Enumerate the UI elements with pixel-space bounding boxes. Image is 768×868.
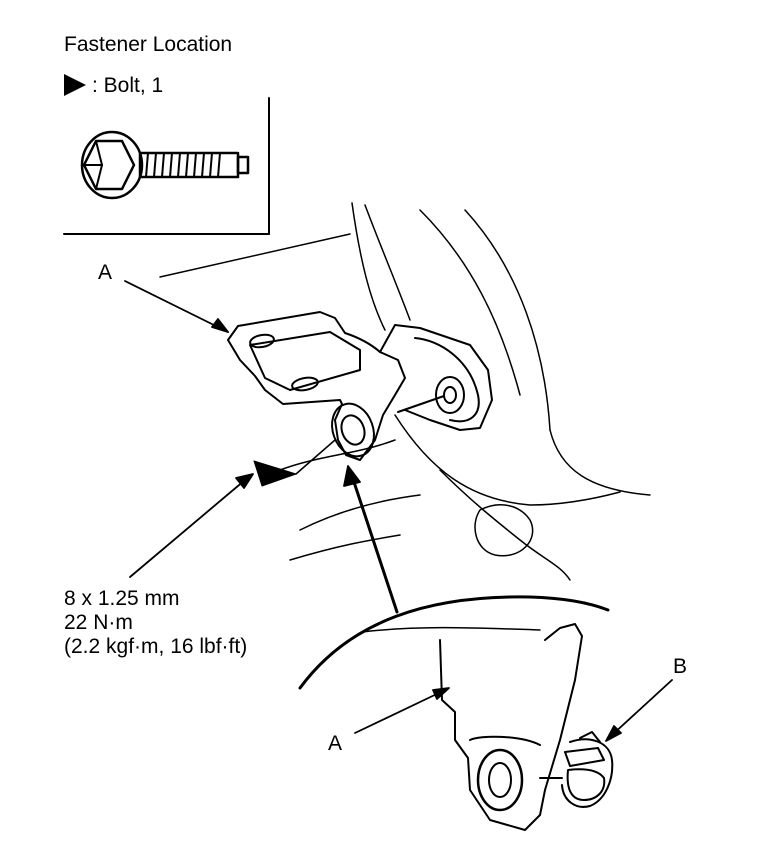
leader-lines	[124, 280, 673, 742]
callout-b: B	[673, 655, 688, 678]
bolt-size-spec: 8 x 1.25 mm	[64, 587, 180, 610]
body-panel-lines	[159, 202, 651, 581]
legend-text: : Bolt, 1	[92, 73, 164, 97]
inset-frame	[63, 97, 270, 235]
callout-a-lower: A	[328, 732, 343, 755]
filled-triangle-icon	[64, 74, 86, 96]
lower-bracket-a	[298, 595, 610, 831]
fastener-legend: : Bolt, 1	[64, 74, 163, 96]
flange-bolt-icon	[80, 130, 250, 200]
upper-bracket-a	[227, 311, 493, 461]
torque-nm-spec: 22 N·m	[64, 611, 133, 634]
fastener-location-title: Fastener Location	[64, 33, 233, 56]
callout-a-upper: A	[98, 261, 113, 284]
bushing-icon	[539, 731, 614, 808]
filled-triangle-icon	[253, 439, 336, 487]
torque-alt-spec: (2.2 kgf·m, 16 lbf·ft)	[64, 635, 248, 658]
